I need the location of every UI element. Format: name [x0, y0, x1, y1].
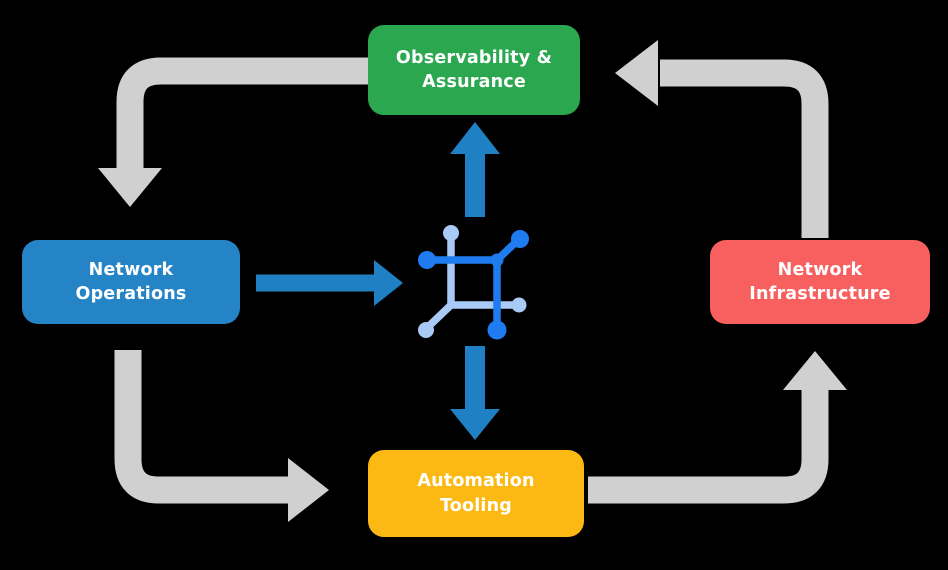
node-observability-assurance-label: Observability & Assurance [395, 47, 553, 93]
arrowhead-center-to-automation [450, 409, 500, 440]
node-observability-assurance: Observability & Assurance [368, 25, 580, 115]
arrow-automation-to-infrastructure [588, 390, 829, 504]
node-network-operations: Network Operations [22, 240, 240, 324]
node-network-infrastructure-label: Network Infrastructure [749, 259, 891, 305]
gray-cycle-arrows [98, 40, 847, 522]
node-automation-tooling-label: Automation Tooling [417, 471, 535, 516]
node-network-operations-label: Network Operations [75, 259, 187, 305]
arrowhead-center-to-observability [450, 122, 500, 154]
node-automation-tooling: Automation Tooling [368, 450, 584, 537]
blue-center-arrows [256, 122, 500, 440]
arrowhead-infrastructure-to-observability [615, 40, 658, 106]
network-mesh-icon-dark-part [418, 230, 529, 340]
arrowhead-automation-to-infrastructure [783, 351, 847, 390]
arrowhead-operations-to-automation [288, 458, 329, 522]
arrow-operations-to-automation [114, 350, 290, 504]
arrow-infrastructure-to-observability [660, 59, 829, 238]
node-network-infrastructure: Network Infrastructure [710, 240, 930, 324]
network-mesh-icon [418, 225, 529, 340]
network-mesh-icon-light-part [418, 225, 527, 338]
arrowhead-operations-to-center [374, 260, 403, 306]
arrowhead-observability-to-operations [98, 168, 162, 207]
arrow-observability-to-operations [116, 57, 368, 170]
